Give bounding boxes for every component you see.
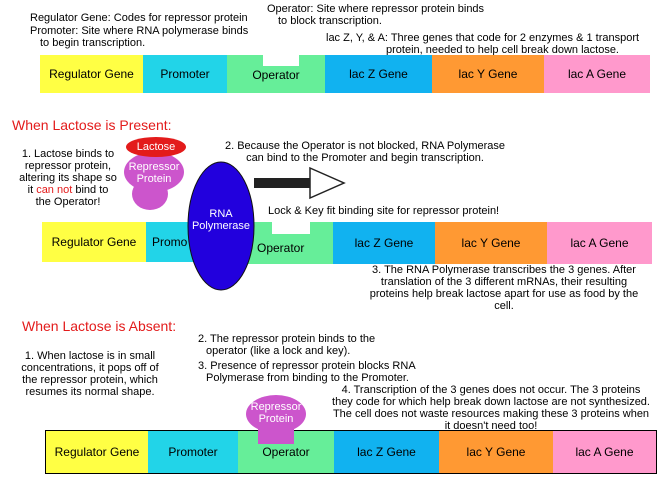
- lactose-label: Lactose: [136, 141, 176, 153]
- absent-promoter-label: Promoter: [168, 445, 218, 459]
- absent-step4-line4: it doesn't need too!: [444, 420, 538, 432]
- rna-polymerase-label-line2: Polymerase: [191, 220, 251, 232]
- present-step1-cannot: can not: [36, 184, 73, 196]
- present-step1-line4-post: bind to: [75, 184, 109, 196]
- promoter-description-line2: to begin transcription.: [40, 37, 146, 49]
- present-step3-line1: 3. The RNA Polymerase transcribes the 3 …: [372, 264, 636, 276]
- present-step2-line2: can bind to the Promoter and begin trans…: [246, 152, 484, 164]
- lac-description-line2: protein, needed to help cell break down …: [386, 44, 619, 56]
- absent-heading: When Lactose is Absent:: [22, 318, 177, 334]
- top-operator-shape: [227, 55, 325, 93]
- present-step1-line4: it can not bind to: [4, 184, 132, 196]
- top-regulator-gene: Regulator Gene: [40, 55, 143, 93]
- operator-description-line2: to block transcription.: [278, 15, 382, 27]
- regulator-description: Regulator Gene: Codes for repressor prot…: [30, 12, 248, 24]
- present-step1-line4-pre: it: [27, 184, 34, 196]
- top-lacy-gene: lac Y Gene: [432, 55, 544, 93]
- present-regulator-gene: Regulator Gene: [42, 222, 146, 262]
- present-step1-line1: 1. Lactose binds to: [21, 148, 115, 160]
- present-laca-gene-label: lac A Gene: [570, 236, 629, 250]
- absent-regulator-gene: Regulator Gene: [46, 431, 148, 473]
- absent-promoter: Promoter: [148, 431, 238, 473]
- top-laca-gene: lac A Gene: [544, 55, 650, 93]
- absent-step3: 3. Presence of repressor protein blocks …: [198, 360, 416, 384]
- present-step2-line1: 2. Because the Operator is not blocked, …: [224, 140, 506, 152]
- absent-step3-line2: Polymerase from binding to the Promoter.: [206, 372, 409, 384]
- rna-polymerase-label-line1: RNA: [209, 208, 233, 220]
- present-step3: 3. The RNA Polymerase transcribes the 3 …: [352, 264, 656, 312]
- top-lacy-gene-label: lac Y Gene: [458, 67, 518, 81]
- promoter-description-line1: Promoter: Site where RNA polymerase bind…: [30, 25, 249, 37]
- absent-laca-gene-label: lac A Gene: [575, 445, 634, 459]
- absent-repressor-label: Repressor Protein: [244, 401, 308, 425]
- absent-lacz-gene: lac Z Gene: [334, 431, 439, 473]
- present-step3-line4: cell.: [494, 300, 514, 312]
- operator-description-line1: Operator: Site where repressor protein b…: [267, 3, 485, 15]
- absent-gene-row-border: [45, 430, 657, 474]
- absent-step4-line3: The cell does not waste resources making…: [332, 408, 650, 420]
- absent-step1-line1: 1. When lactose is in small: [24, 350, 156, 362]
- present-step3-line2: translation of the 3 different mRNAs, th…: [380, 276, 628, 288]
- present-step2: 2. Because the Operator is not blocked, …: [200, 140, 530, 164]
- present-operator: Operator: [257, 241, 305, 255]
- present-step1-line5: the Operator!: [35, 196, 101, 208]
- present-lacz-gene: lac Z Gene: [333, 222, 435, 264]
- absent-step1-line2: concentrations, it pops off of: [21, 362, 159, 374]
- present-promoter-label: Promo: [152, 235, 188, 249]
- absent-lacz-gene-label: lac Z Gene: [357, 445, 416, 459]
- top-operator: Operator: [227, 62, 325, 88]
- top-promoter-label: Promoter: [160, 67, 210, 81]
- absent-repressor-label-line1: Repressor: [250, 401, 302, 413]
- absent-repressor-shape: [246, 395, 306, 444]
- present-repressor-label: Repressor Protein: [118, 161, 190, 185]
- present-step3-line3: proteins help break lactose apart for us…: [369, 288, 639, 300]
- present-repressor-shape: [124, 152, 184, 210]
- present-operator-shape: [236, 222, 333, 264]
- absent-step2-line2: operator (like a lock and key).: [206, 345, 351, 357]
- present-heading: When Lactose is Present:: [12, 117, 172, 133]
- absent-regulator-gene-label: Regulator Gene: [54, 445, 140, 459]
- absent-step2-line1: 2. The repressor protein binds to the: [198, 333, 376, 345]
- present-lacy-gene: lac Y Gene: [435, 222, 547, 264]
- absent-lacy-gene-label: lac Y Gene: [466, 445, 526, 459]
- absent-repressor-label-line2: Protein: [258, 413, 294, 425]
- rna-polymerase-shape: [187, 161, 255, 291]
- present-regulator-gene-label: Regulator Gene: [51, 235, 137, 249]
- lock-key-note: Lock & Key fit binding site for represso…: [268, 205, 500, 217]
- top-lacz-gene: lac Z Gene: [325, 55, 432, 93]
- top-promoter: Promoter: [143, 55, 227, 93]
- transcription-arrow-icon: [254, 166, 346, 200]
- absent-step3-line1: 3. Presence of repressor protein blocks …: [198, 360, 416, 372]
- top-lacz-gene-label: lac Z Gene: [349, 67, 408, 81]
- lac-description-line1: lac Z, Y, & A: Three genes that code for…: [326, 32, 640, 44]
- absent-operator-label: Operator: [262, 445, 310, 459]
- absent-lacy-gene: lac Y Gene: [439, 431, 553, 473]
- present-repressor-label-line1: Repressor: [128, 161, 180, 173]
- present-step1-line2: repressor protein,: [24, 160, 112, 172]
- top-operator-label: Operator: [252, 68, 300, 82]
- present-step1: 1. Lactose binds to repressor protein, a…: [4, 148, 132, 208]
- absent-step2: 2. The repressor protein binds to the op…: [198, 333, 375, 357]
- absent-step1: 1. When lactose is in small concentratio…: [8, 350, 172, 398]
- present-lacy-gene-label: lac Y Gene: [461, 236, 521, 250]
- absent-laca-gene: lac A Gene: [553, 431, 656, 473]
- absent-step4: 4. Transcription of the 3 genes does not…: [318, 384, 664, 432]
- top-regulator-gene-label: Regulator Gene: [49, 67, 134, 81]
- absent-step1-line4: resumes its normal shape.: [25, 386, 155, 398]
- rna-polymerase-label: RNA Polymerase: [184, 208, 258, 232]
- present-repressor-label-line2: Protein: [136, 173, 172, 185]
- absent-step1-line3: the repressor protein, which: [22, 374, 158, 386]
- top-laca-gene-label: lac A Gene: [567, 67, 627, 81]
- absent-step4-line1: 4. Transcription of the 3 genes does not…: [341, 384, 641, 396]
- present-laca-gene: lac A Gene: [547, 222, 652, 264]
- absent-step4-line2: they code for which help break down lact…: [332, 396, 650, 408]
- present-step1-line3: altering its shape so: [19, 172, 117, 184]
- lactose-molecule: Lactose: [126, 137, 186, 157]
- present-lacz-gene-label: lac Z Gene: [354, 236, 414, 250]
